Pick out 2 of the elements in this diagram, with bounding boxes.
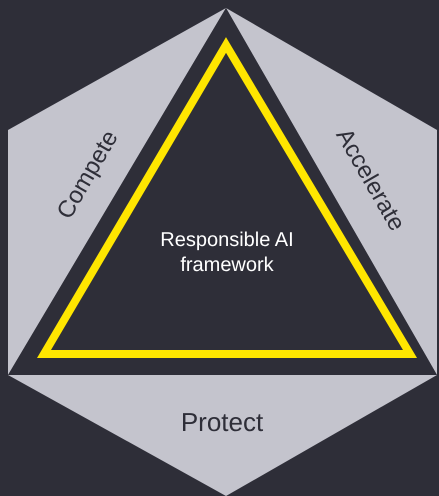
segment-label: Responsible AI framework <box>159 228 295 278</box>
segment-label: Protect <box>180 406 264 439</box>
